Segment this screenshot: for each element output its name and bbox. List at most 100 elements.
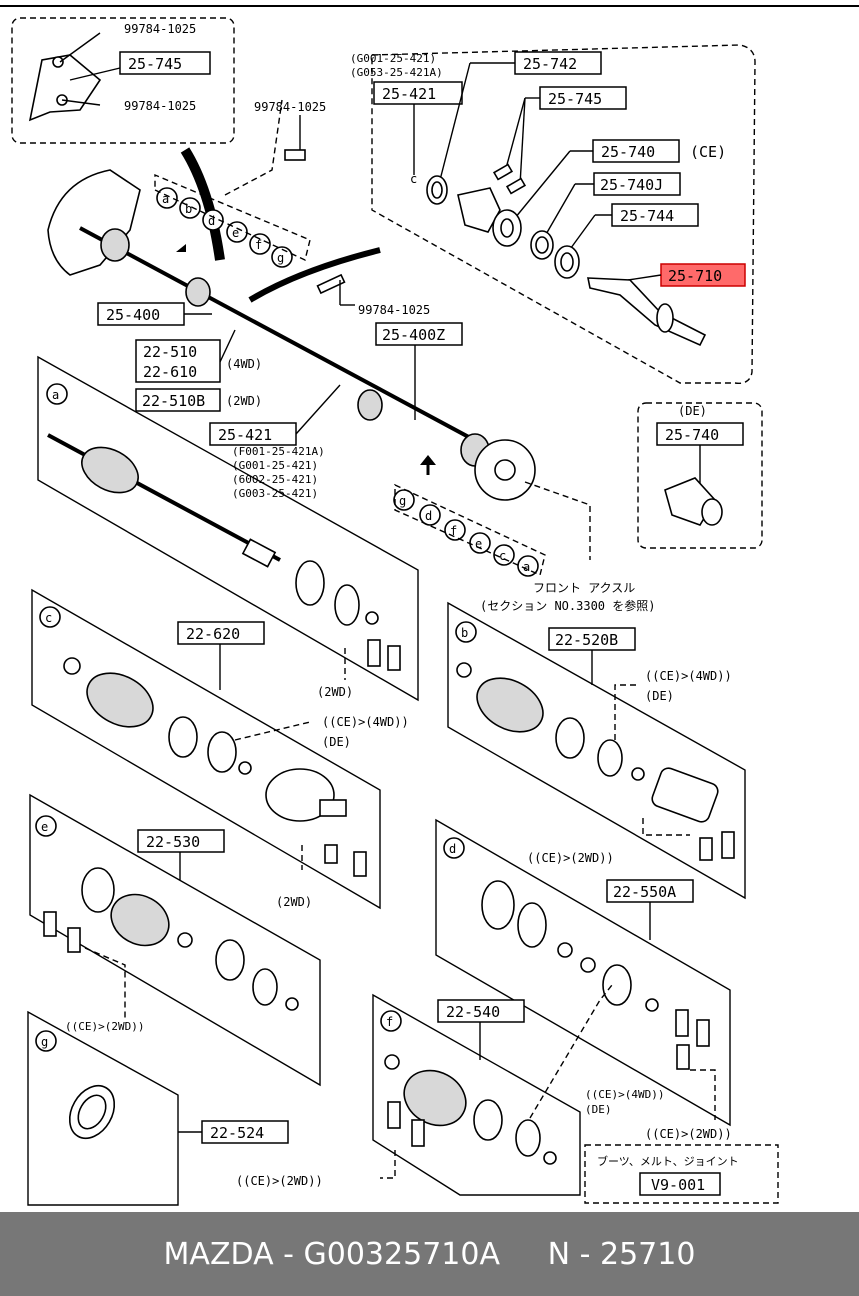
ref-circle-d-top xyxy=(202,209,224,231)
svg-text:e: e xyxy=(475,537,482,551)
bolt-label-top-2: 99784-1025 xyxy=(124,99,196,113)
part-label-22-540: 22-540 xyxy=(446,1003,500,1021)
de-note-b: (DE) xyxy=(645,689,674,703)
g-note-1: (G001-25-421) xyxy=(350,52,436,65)
part-label-22-610: 22-610 xyxy=(143,363,197,381)
ce2wd-note-d: ((CE)>(2WD)) xyxy=(645,1127,732,1141)
bolt-shape-b xyxy=(505,177,527,195)
svg-text:a: a xyxy=(52,388,59,402)
bolt-label-top-1: 99784-1025 xyxy=(124,22,196,36)
de-note-c: (DE) xyxy=(322,735,351,749)
panel-g: g 22-524 xyxy=(27,1010,289,1206)
part-label-25-740-de: 25-740 xyxy=(665,426,719,444)
ref-circle-f-top xyxy=(249,233,271,255)
part-label-22-510: 22-510 xyxy=(143,343,197,361)
svg-text:f: f xyxy=(386,1015,393,1029)
svg-text:e: e xyxy=(232,226,239,240)
ce2wd-note-b: ((CE)>(2WD)) xyxy=(527,851,614,865)
kit-note: ブーツ、メルト、ジョイント V9-001 xyxy=(584,1144,779,1204)
svg-text:a: a xyxy=(162,192,169,206)
svg-text:c: c xyxy=(45,611,52,625)
svg-text:g: g xyxy=(277,251,284,265)
boot-f xyxy=(403,1069,467,1127)
boot-e xyxy=(110,893,170,947)
wd2-note-c: (2WD) xyxy=(276,895,312,909)
ref-circle-a-top xyxy=(156,187,178,209)
section-ref-note: (セクション NO.3300 を参照) xyxy=(480,598,655,613)
svg-text:d: d xyxy=(449,842,456,856)
svg-text:f: f xyxy=(450,524,457,538)
front-axle-note: フロント アクスル xyxy=(533,581,635,595)
wd4-note: (4WD) xyxy=(226,357,262,371)
part-label-22-550A: 22-550A xyxy=(613,883,676,901)
bolt-shape-a xyxy=(492,163,514,181)
part-label-22-524: 22-524 xyxy=(210,1124,264,1142)
ce4wd-note-b: ((CE)>(4WD)) xyxy=(645,669,732,683)
ce4wd-note-f: ((CE)>(4WD)) xyxy=(585,1088,664,1101)
main-driveshaft: a b d e f g 99784-1025 25-400 xyxy=(47,99,655,613)
exploded-group-top-right: (G001-25-421) (G053-25-421A) 25-742 25-4… xyxy=(350,44,756,384)
de-title: (DE) xyxy=(678,404,707,418)
de-note-f: (DE) xyxy=(585,1103,612,1116)
f-note-2: (G001-25-421) xyxy=(232,459,318,472)
footer-bar: MAZDA - G00325710A N - 25710 xyxy=(0,1212,859,1296)
part-label-25-744: 25-744 xyxy=(620,207,674,225)
ce2wd-note-e: ((CE)>(2WD)) xyxy=(65,1020,144,1033)
part-box-v9-001 xyxy=(639,1172,721,1196)
part-label-25-742: 25-742 xyxy=(523,55,577,73)
panel-b: b 22-520B ((CE)>(4WD)) (DE) ((CE)>(2WD)) xyxy=(447,601,746,900)
part-label-25-745-inset: 25-745 xyxy=(128,55,182,73)
footer-brand: MAZDA xyxy=(163,1236,274,1272)
ce2wd-note-f: ((CE)>(2WD)) xyxy=(236,1174,323,1188)
part-label-25-400: 25-400 xyxy=(106,306,160,324)
part-label-22-530: 22-530 xyxy=(146,833,200,851)
part-label-25-710[interactable]: 25-710 xyxy=(668,267,722,285)
wd2-note: (2WD) xyxy=(226,394,262,408)
part-box-25-400Z xyxy=(375,322,463,346)
panel-a: a (2WD) xyxy=(37,355,419,702)
boot-a xyxy=(81,446,139,494)
panel-f: f 22-540 ((CE)>(4WD)) (DE) ((CE)>(2WD)) xyxy=(236,984,664,1196)
joint-c xyxy=(265,768,335,822)
svg-text:a: a xyxy=(523,560,530,574)
panel-d: d 22-550A ((CE)>(2WD)) xyxy=(435,818,732,1141)
inset-de: (DE) 25-740 xyxy=(637,402,763,549)
part-box-22-524 xyxy=(201,1120,289,1144)
svg-text:e: e xyxy=(41,820,48,834)
svg-text:c: c xyxy=(499,549,506,563)
part-box-22-510B xyxy=(135,388,221,412)
part-box-22-620 xyxy=(177,621,265,645)
f-note-4: (G003-25-421) xyxy=(232,487,318,500)
part-label-22-620: 22-620 xyxy=(186,625,240,643)
bolt-shape-mid xyxy=(284,149,306,161)
joint-b xyxy=(651,767,719,823)
svg-text:b: b xyxy=(185,202,192,216)
inset-bracket-bolts: 99784-1025 25-745 99784-1025 xyxy=(11,17,235,144)
boot-c xyxy=(86,672,154,728)
part-box-25-745-inset xyxy=(119,51,211,75)
part-label-22-520B: 22-520B xyxy=(555,631,618,649)
panel-e: e 22-530 ((CE)>(2WD)) xyxy=(29,793,321,1087)
part-box-22-530 xyxy=(137,829,225,853)
ce4wd-note-c: ((CE)>(4WD)) xyxy=(322,715,409,729)
boot-outer-top xyxy=(185,277,211,307)
part-label-25-421-top: 25-421 xyxy=(382,85,436,103)
f-note-3: (6002-25-421) xyxy=(232,473,318,486)
part-label-22-510B: 22-510B xyxy=(142,392,205,410)
bolt-label-mid2: 99784-1025 xyxy=(358,303,430,317)
f-note-1: (F001-25-421A) xyxy=(232,445,325,458)
ref-circle-b-top xyxy=(179,197,201,219)
boot-inner-top xyxy=(100,228,130,262)
snap-ring-shape: c xyxy=(410,172,417,186)
svg-text:f: f xyxy=(255,238,262,252)
part-label-25-740: 25-740 xyxy=(601,143,655,161)
boot-b xyxy=(476,677,544,733)
svg-text:g: g xyxy=(41,1035,48,1049)
svg-text:b: b xyxy=(461,626,468,640)
ref-circle-e-top xyxy=(226,221,248,243)
svg-text:g: g xyxy=(399,494,406,508)
svg-text:d: d xyxy=(208,214,215,228)
kit-note-text: ブーツ、メルト、ジョイント xyxy=(597,1154,739,1168)
svg-text:d: d xyxy=(425,509,432,523)
g-note-2: (G053-25-421A) xyxy=(350,66,443,79)
